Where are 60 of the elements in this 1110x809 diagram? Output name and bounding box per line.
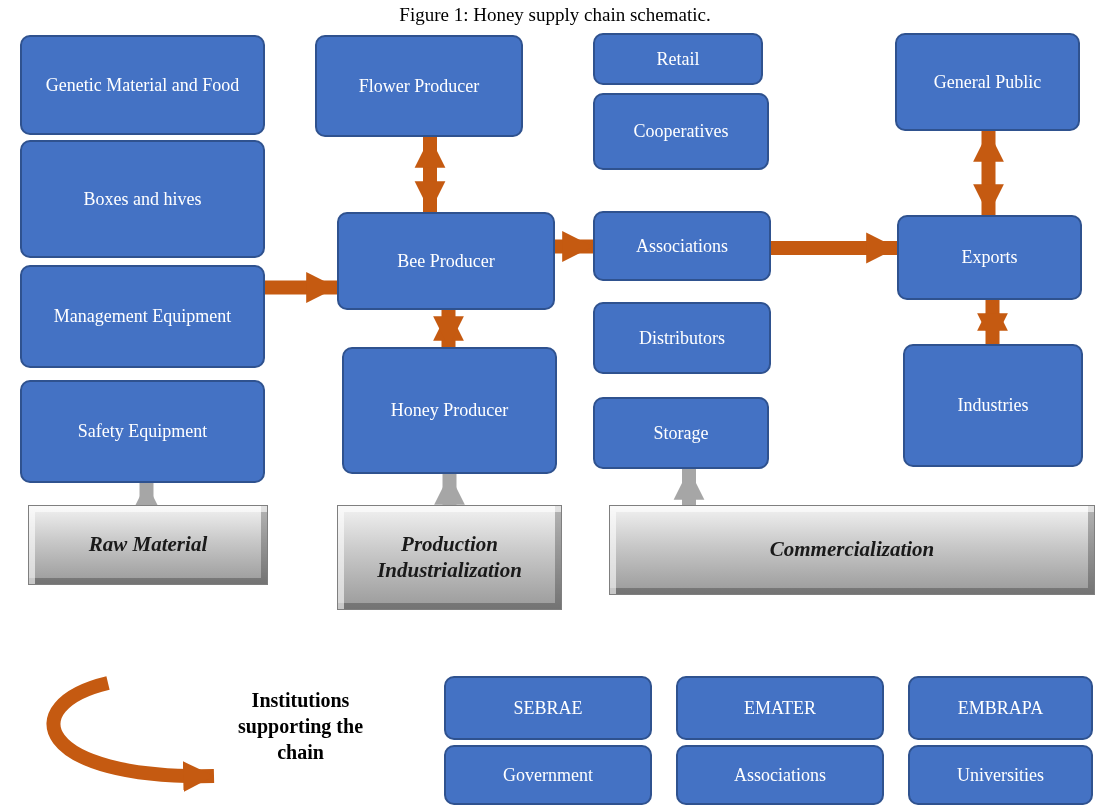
process-box (897, 215, 1082, 300)
node-label: Management Equipment (52, 305, 233, 329)
node-label: EMBRAPA (956, 696, 1045, 720)
process-box (444, 745, 652, 805)
process-box (676, 745, 884, 805)
node-label: Retail (655, 47, 701, 71)
beveled-band (337, 505, 562, 610)
node-label: Boxes and hives (82, 187, 203, 211)
block-arrow (46, 676, 215, 791)
node-label: Distributors (638, 326, 726, 350)
process-box (20, 35, 265, 135)
process-box (593, 397, 769, 469)
process-box (908, 676, 1093, 740)
node-label: Government (502, 763, 594, 787)
process-box (593, 93, 769, 170)
process-box (20, 140, 265, 258)
figure-title: Figure 1: Honey supply chain schematic. (398, 4, 712, 26)
node-label: Production Industrialization (376, 532, 523, 583)
node-label: Industries (956, 394, 1030, 418)
process-box (342, 347, 557, 474)
process-box (895, 33, 1080, 131)
block-arrow (433, 310, 464, 347)
block-arrow (555, 231, 593, 262)
block-arrow (434, 474, 465, 505)
node-label: General Public (932, 70, 1043, 94)
node-label: Universities (956, 763, 1045, 787)
node-label: Flower Producer (357, 74, 481, 98)
block-arrow (265, 272, 337, 303)
process-box (903, 344, 1083, 467)
node-label: Associations (733, 763, 827, 787)
process-box (593, 302, 771, 374)
node-label: Raw Material (87, 532, 209, 558)
block-arrow (973, 131, 1004, 215)
node-label: SEBRAE (512, 696, 584, 720)
block-arrow (414, 137, 446, 212)
node-label: Commercialization (768, 537, 936, 563)
node-label: Associations (635, 234, 729, 258)
beveled-band (609, 505, 1095, 595)
block-arrow (771, 232, 897, 264)
node-label: Institutions supporting the chain (237, 688, 364, 765)
process-box (676, 676, 884, 740)
process-box (20, 380, 265, 483)
node-label: Storage (652, 421, 710, 445)
process-box (20, 265, 265, 368)
node-label: Genetic Material and Food (44, 73, 241, 97)
node-label: Cooperatives (632, 120, 730, 144)
block-arrow (673, 469, 705, 505)
block-arrow (977, 300, 1008, 344)
node-label: EMATER (743, 696, 817, 720)
node-label: Bee Producer (396, 249, 496, 273)
node-label: Honey Producer (389, 399, 510, 423)
node-label: Exports (960, 246, 1019, 270)
process-box (337, 212, 555, 310)
beveled-band (28, 505, 268, 585)
process-box (444, 676, 652, 740)
process-box (593, 33, 763, 85)
process-box (593, 211, 771, 281)
process-box (908, 745, 1093, 805)
process-box (315, 35, 523, 137)
node-label: Safety Equipment (76, 420, 209, 444)
